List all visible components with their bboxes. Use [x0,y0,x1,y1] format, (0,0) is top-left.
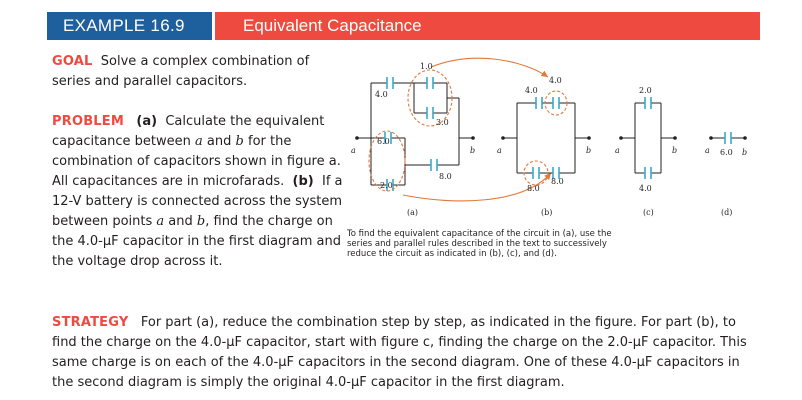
diagram-c [621,102,675,174]
label-3-0: 3.0 [436,118,449,127]
term-a-d: a [705,146,710,155]
label-8-0-b-left: 8.0 [527,184,540,193]
part-b-text-1: If a 12-V battery is connected across th… [52,174,343,229]
problem-paragraph: PROBLEM (a) Calculate the equivalent cap… [52,112,344,272]
caption-b: (b) [541,208,552,217]
diagram-d-capacitor [724,132,732,144]
part-b-tag: (b) [292,174,314,189]
label-4-0-c: 4.0 [639,184,652,193]
term-a-a: a [351,146,356,155]
diagram-c-capacitors [644,97,652,179]
part-a-tag: (a) [136,114,158,129]
term-b-d: b [742,148,747,157]
goal-text: Solve a complex combination of series an… [52,54,310,89]
term-a-c: a [615,146,620,155]
goal-paragraph: GOAL Solve a complex combination of seri… [52,52,344,92]
terminal-a-dot-d [709,136,713,140]
term-a-b: a [497,146,502,155]
figure-caption: To find the equivalent capacitance of th… [347,229,612,259]
diagram-a-capacitors [384,77,438,191]
terminal-a-dot-c [619,136,623,140]
part-a-text-2: for the combination of capacitors shown … [52,134,341,189]
strategy-paragraph: STRATEGY For part (a), reduce the combin… [52,313,757,393]
label-6-0-a: 6.0 [377,137,390,146]
label-6-0-d: 6.0 [720,148,733,157]
diagram-b-highlights [523,90,568,186]
and-text-2: and [164,214,197,229]
terminal-b-dot [471,136,475,140]
label-8-0-b-right: 8.0 [551,177,564,186]
term-b-b: b [586,146,591,155]
example-number: EXAMPLE 16.9 [47,12,212,40]
terminal-a-dot-b [501,136,505,140]
problem-label: PROBLEM [52,114,124,129]
terminal-b-dot-c [673,136,677,140]
capacitor-circuit-figure: 1.0 4.0 3.0 6.0 8.0 2.0 a b (a) 4.0 4.0 … [351,57,747,217]
caption-d: (d) [721,208,732,217]
point-a: a [195,134,203,149]
diagram-a [357,82,473,186]
terminal-a-dot [355,136,359,140]
label-4-0-a: 4.0 [375,90,388,99]
caption-c: (c) [643,208,654,217]
terminal-b-dot-b [587,136,591,140]
term-b-a: b [470,146,475,155]
label-8-0-a: 8.0 [439,172,452,181]
diagram-b-capacitors [532,97,560,179]
diagram-b [503,102,589,174]
label-4-0-b-right: 4.0 [549,76,562,85]
label-1-0: 1.0 [420,62,433,71]
caption-a: (a) [407,208,418,217]
point-b: b [235,134,244,149]
label-4-0-b-left: 4.0 [525,86,538,95]
part-a-text-1: Calculate the equivalent capacitance bet… [52,114,325,149]
strategy-text: For part (a), reduce the combination ste… [52,315,747,390]
diagram-a-highlights [368,57,552,202]
and-text: and [202,134,236,149]
strategy-label: STRATEGY [52,315,129,330]
goal-label: GOAL [52,54,93,69]
left-column: GOAL Solve a complex combination of seri… [52,52,344,292]
example-title: Equivalent Capacitance [215,12,760,40]
point-b-2: b [196,214,206,229]
label-2-0-c: 2.0 [639,86,652,95]
terminal-b-dot-d [743,136,747,140]
label-2-0-a: 2.0 [380,181,393,190]
term-b-c: b [672,146,677,155]
part-b-text-2: , find the charge on the 4.0-μF capacito… [52,214,341,269]
point-a-2: a [156,214,165,229]
